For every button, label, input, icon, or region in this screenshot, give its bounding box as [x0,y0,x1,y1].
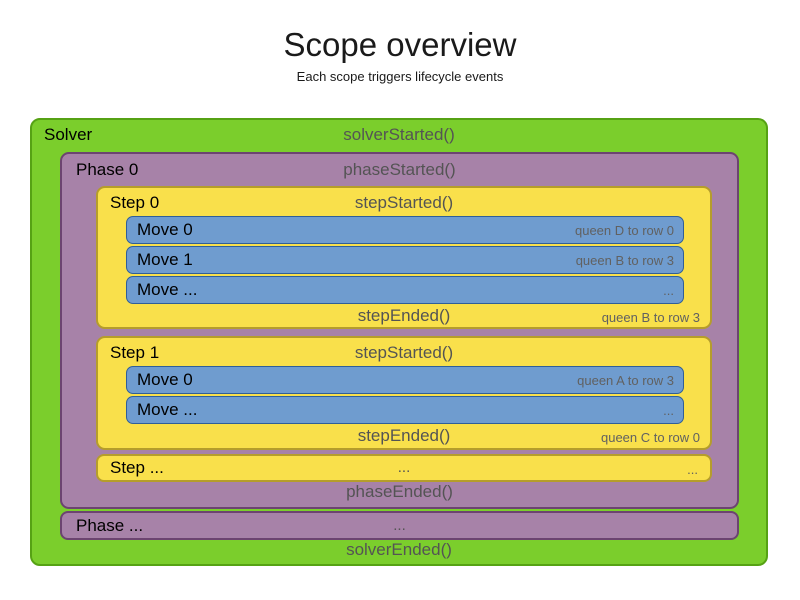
step-more-scope-box: Step ... ... ... [96,454,712,482]
move-box: Move 0 queen D to row 0 [126,216,684,244]
page-subtitle: Each scope triggers lifecycle events [296,69,504,84]
phase-more-center-ellipsis: ... [393,517,406,534]
step-started-event: stepStarted() [354,343,454,362]
step-0-scope-box: Step 0 stepStarted() Move 0 queen D to r… [96,186,712,329]
page-title: Scope overview [283,26,517,63]
step-ended-note: queen B to row 3 [601,310,700,325]
solver-started-event: solverStarted() [343,125,455,144]
move-note: queen A to row 3 [577,372,674,388]
move-label: Move 0 [137,220,193,239]
step-1-label: Step 1 [110,343,160,362]
step-started-event: stepStarted() [354,193,454,212]
move-note: ... [663,282,674,298]
step-more-label: Step ... [110,458,164,477]
phase-more-scope-box: Phase ... ... [60,511,739,540]
step-ended-event: stepEnded() [357,306,451,325]
step-1-scope-box: Step 1 stepStarted() Move 0 queen A to r… [96,336,712,450]
move-box: Move 1 queen B to row 3 [126,246,684,274]
step-more-right-ellipsis: ... [687,462,698,477]
step-ended-note: queen C to row 0 [600,430,700,445]
phase-0-label: Phase 0 [76,160,139,179]
move-label: Move ... [137,400,198,419]
move-box: Move 0 queen A to row 3 [126,366,684,394]
move-note: queen B to row 3 [575,252,674,268]
phase-started-event: phaseStarted() [343,160,456,179]
step-more-center-ellipsis: ... [397,459,411,476]
move-box: Move ... ... [126,396,684,424]
move-note: queen D to row 0 [574,222,674,238]
step-ended-event: stepEnded() [357,426,451,445]
solver-scope-box: Solver solverStarted() Phase 0 phaseStar… [30,118,768,566]
phase-ended-event: phaseEnded() [346,482,453,501]
move-label: Move ... [137,280,198,299]
move-label: Move 0 [137,370,193,389]
phase-0-scope-box: Phase 0 phaseStarted() Step 0 stepStarte… [60,152,739,509]
phase-more-label: Phase ... [76,516,144,535]
solver-label: Solver [44,125,93,144]
step-0-label: Step 0 [110,193,160,212]
solver-ended-event: solverEnded() [346,540,452,559]
move-label: Move 1 [137,250,193,269]
move-box: Move ... ... [126,276,684,304]
move-note: ... [663,402,674,418]
